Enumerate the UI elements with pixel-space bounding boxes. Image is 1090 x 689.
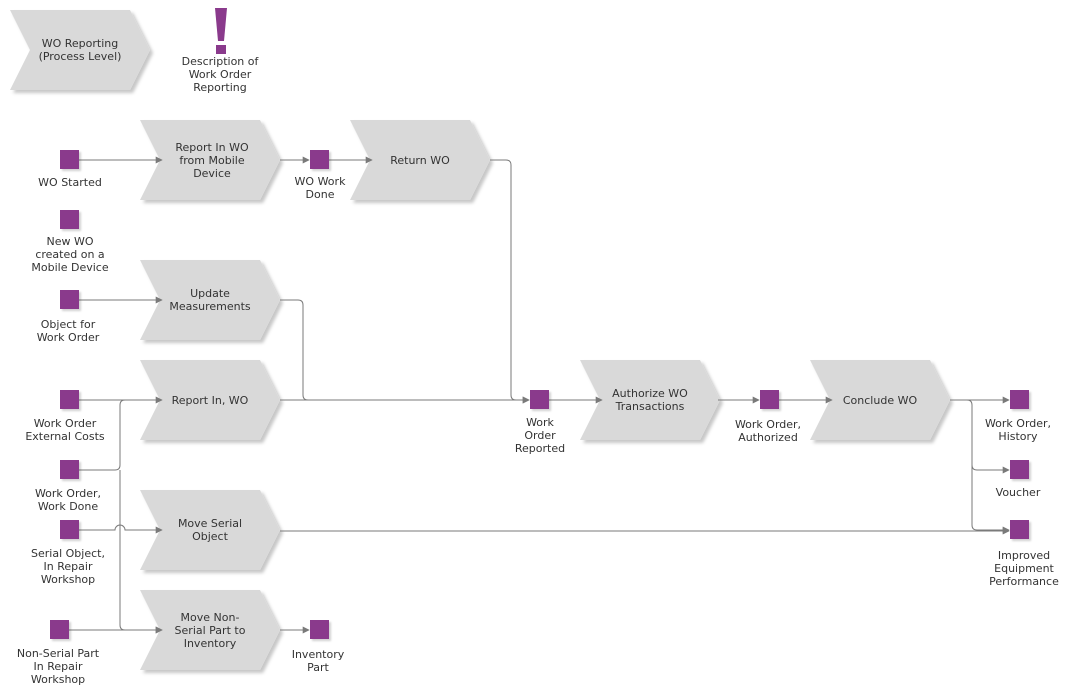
event-new-wo-mobile[interactable]: [60, 210, 79, 229]
event-wo-external-costs[interactable]: [60, 390, 79, 409]
description-label: Description of Work Order Reporting: [181, 55, 259, 94]
exclamation-icon: [215, 8, 227, 54]
process-level-label: WO Reporting (Process Level): [38, 37, 122, 63]
conclude-wo-label: Conclude WO: [842, 393, 918, 407]
wo-reported-label: Work Order Reported: [514, 416, 566, 455]
event-object-for-wo[interactable]: [60, 290, 79, 309]
move-serial-object-shape[interactable]: [140, 490, 280, 570]
wo-history-label: Work Order, History: [984, 417, 1052, 443]
report-in-wo-shape[interactable]: [140, 360, 280, 440]
new-wo-mobile-label: New WO created on a Mobile Device: [31, 235, 109, 274]
connector: [280, 299, 309, 401]
update-measurements-shape[interactable]: [140, 260, 280, 340]
event-voucher[interactable]: [1010, 460, 1029, 479]
process-level-shape[interactable]: [10, 10, 150, 90]
connector: [79, 399, 126, 471]
wo-work-done-label: WO Work Done: [294, 175, 346, 201]
authorize-transactions-label: Authorize WO Transactions: [612, 387, 688, 413]
report-in-wo-label: Report In, WO: [171, 393, 249, 407]
event-improved-performance[interactable]: [1010, 520, 1029, 539]
move-non-serial-label: Move Non- Serial Part to Inventory: [174, 610, 246, 650]
improved-performance-label: Improved Equipment Performance: [989, 549, 1059, 588]
event-wo-work-done-2[interactable]: [60, 460, 79, 479]
event-wo-history[interactable]: [1010, 390, 1029, 409]
move-non-serial-shape[interactable]: [140, 590, 280, 670]
connector: [79, 524, 163, 534]
event-wo-work-done[interactable]: [310, 150, 329, 169]
event-wo-started[interactable]: [60, 150, 79, 169]
event-serial-object-repair[interactable]: [60, 520, 79, 539]
voucher-label: Voucher: [995, 486, 1041, 499]
serial-object-repair-label: Serial Object, In Repair Workshop: [31, 547, 105, 586]
inventory-part-label: Inventory Part: [291, 648, 345, 674]
event-inventory-part[interactable]: [310, 620, 329, 639]
report-in-mobile-shape[interactable]: [140, 120, 280, 200]
authorize-transactions-shape[interactable]: [580, 360, 720, 440]
non-serial-part-repair-label: Non-Serial Part In Repair Workshop: [16, 647, 100, 686]
return-wo-shape[interactable]: [350, 120, 490, 200]
return-wo-label: Return WO: [390, 153, 450, 167]
report-in-mobile-label: Report In WO from Mobile Device: [175, 140, 249, 180]
event-wo-reported[interactable]: [530, 390, 549, 409]
wo-started-label: WO Started: [38, 176, 102, 189]
wo-authorized-label: Work Order, Authorized: [734, 418, 802, 444]
conclude-wo-shape[interactable]: [810, 360, 950, 440]
wo-work-done-2-label: Work Order, Work Done: [34, 487, 102, 513]
update-measurements-label: Update Measurements: [169, 287, 251, 313]
move-serial-object-label: Move Serial Object: [177, 517, 243, 543]
event-wo-authorized[interactable]: [760, 390, 779, 409]
connector: [490, 159, 530, 404]
connector: [971, 465, 1010, 534]
wo-external-costs-label: Work Order External Costs: [25, 417, 105, 443]
event-non-serial-part-repair[interactable]: [50, 620, 69, 639]
object-for-wo-label: Object for Work Order: [36, 318, 100, 344]
